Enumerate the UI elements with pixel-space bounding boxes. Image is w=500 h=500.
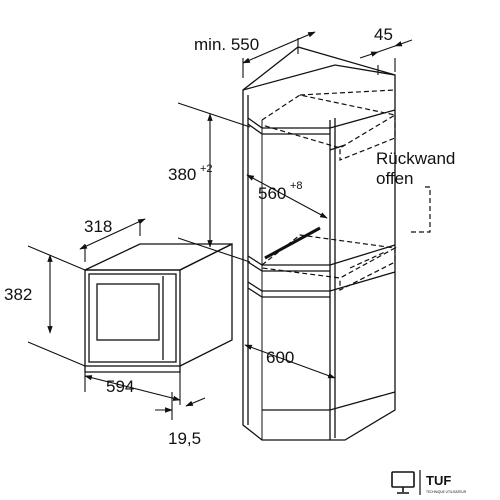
open-back-dashed-outlines [261, 89, 431, 291]
label-niche-width: 560 [258, 184, 286, 203]
monitor-icon [391, 471, 415, 494]
brand-tagline: TECHNIQUE UTILISATEUR [426, 490, 467, 494]
label-front-thickness: 19,5 [168, 429, 201, 448]
label-niche-height-tol: +2 [200, 163, 213, 175]
label-note-offen: offen [376, 169, 414, 188]
arrow-niche-width [246, 174, 328, 219]
dimension-lines [27, 31, 413, 420]
arrow-appliance-width [84, 375, 181, 401]
brand-logo: TUF TECHNIQUE UTILISATEUR [391, 470, 467, 495]
arrow-cabinet-side [359, 51, 379, 59]
label-appliance-height: 382 [4, 285, 32, 304]
label-cabinet-side: 45 [374, 25, 393, 44]
label-niche-width-tol: +8 [290, 180, 303, 192]
microwave-appliance [84, 242, 233, 373]
arrow-cabinet-width [242, 31, 316, 64]
label-note-rueckwand: Rückwand [376, 149, 455, 168]
arrow-appliance-depth [79, 218, 146, 250]
tall-cabinet [242, 46, 396, 441]
label-niche-height: 380 [168, 165, 196, 184]
label-appliance-width: 594 [106, 377, 134, 396]
label-cabinet-depth: 600 [266, 348, 294, 367]
brand-name: TUF [426, 473, 451, 488]
label-cabinet-width: min. 550 [194, 35, 259, 54]
label-appliance-depth: 318 [84, 217, 112, 236]
arrow-cabinet-depth [244, 344, 336, 379]
